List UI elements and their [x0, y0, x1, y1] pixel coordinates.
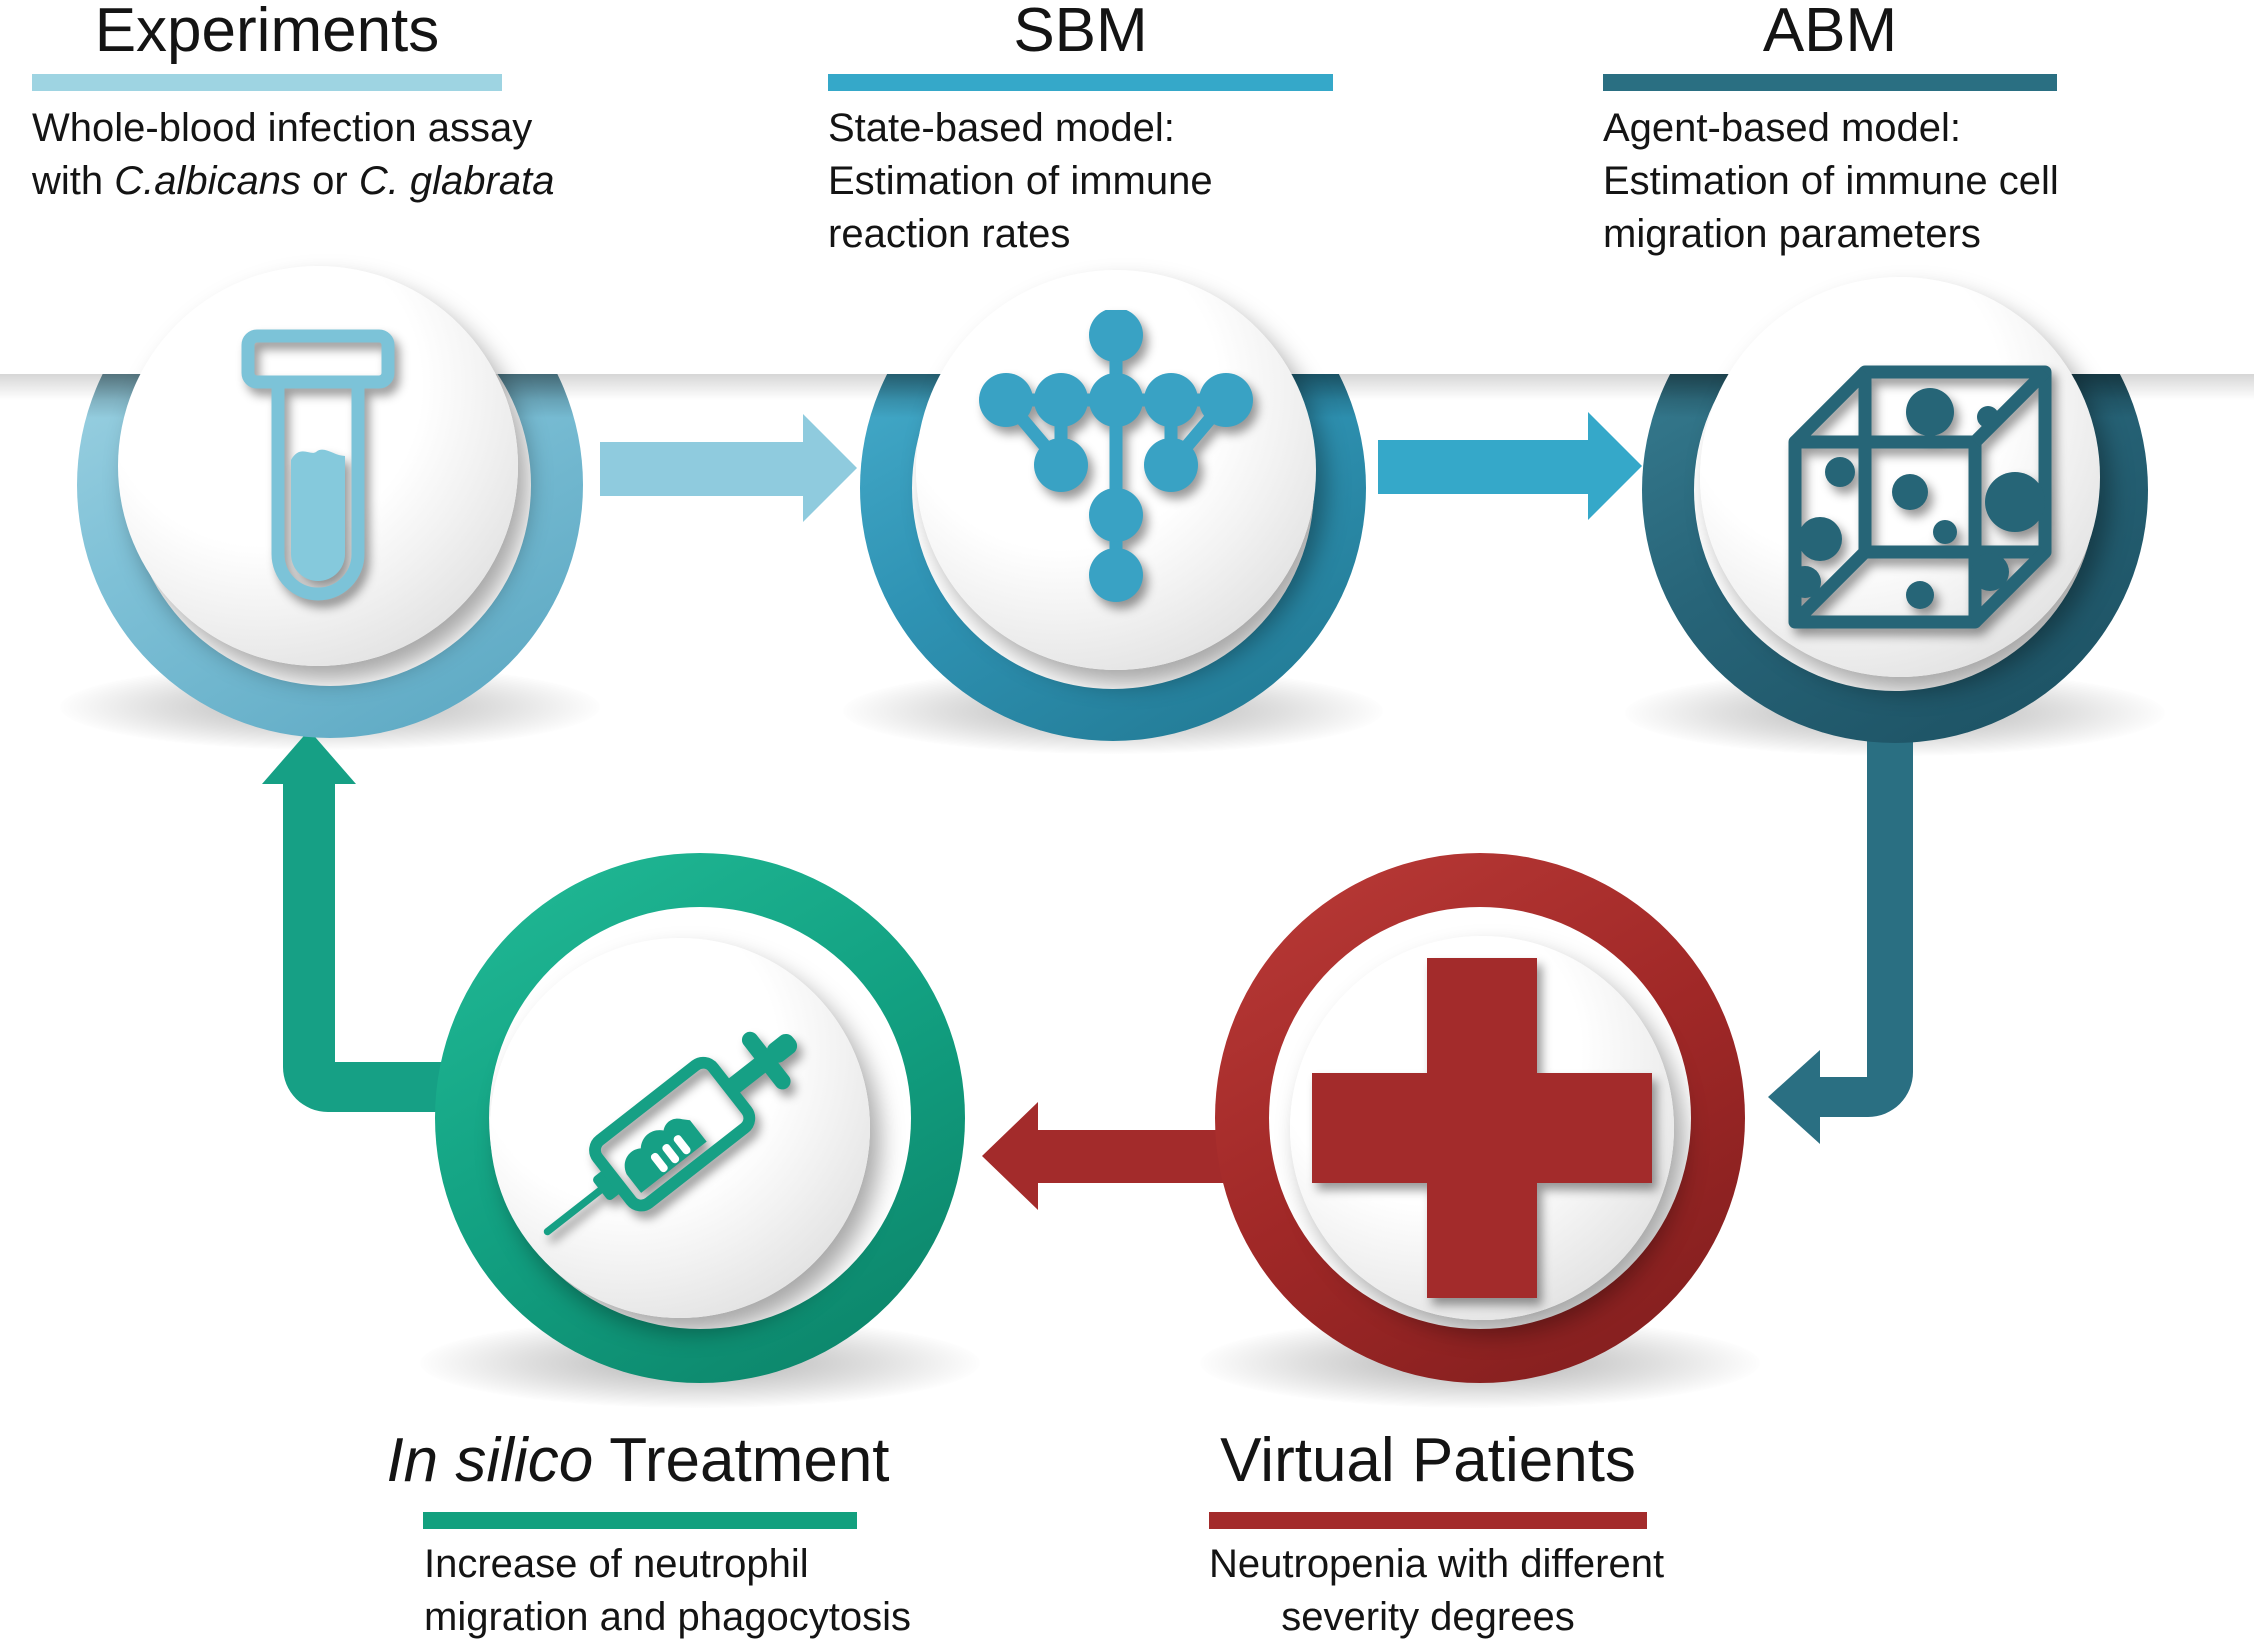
subtitle-virtual-patients: Neutropenia with different severity degr… [1209, 1542, 1665, 1639]
title-abm: ABM [1762, 0, 1898, 65]
node-abm [1700, 277, 2100, 677]
arrow-sbm-to-abm-head [1588, 412, 1642, 520]
arrow-experiments-to-sbm-head [803, 414, 857, 522]
node-experiments [118, 266, 518, 666]
subtitle-experiments-line2: with C.albicans or C. glabrata [32, 159, 555, 203]
underline-abm [1603, 74, 2057, 91]
arrow-experiments-to-sbm-shaft [600, 442, 805, 496]
title-virtual-patients: Virtual Patients [1220, 1426, 1636, 1495]
underline-sbm [828, 74, 1333, 91]
species-c-glabrata: C. glabrata [358, 159, 555, 203]
title-sbm: SBM [1013, 0, 1148, 65]
node-sbm [916, 270, 1316, 670]
subtitle-abm: Agent-based model: Estimation of immune … [1603, 106, 2059, 256]
node-virtual-patients [1290, 936, 1674, 1320]
underline-treatment [423, 1512, 857, 1529]
subtitle-treatment: Increase of neutrophil migration and pha… [424, 1542, 911, 1639]
arrow-abm-to-virtual-patients [1768, 705, 1913, 1144]
title-experiments: Experiments [94, 0, 440, 65]
subtitle-sbm: State-based model: Estimation of immune … [828, 106, 1213, 256]
medical-cross-icon [1312, 958, 1652, 1298]
arrow-sbm-to-abm-shaft [1378, 440, 1590, 494]
arrow-virtual-patients-to-treatment-head [982, 1102, 1038, 1210]
species-c-albicans: C.albicans [114, 159, 302, 203]
cube-icon [1788, 365, 2052, 629]
subtitle-experiments-line1: Whole-blood infection assay [32, 106, 533, 150]
test-tube-icon [241, 329, 395, 601]
underline-experiments [32, 74, 502, 91]
subtitle-experiments: Whole-blood infection assay with C.albic… [32, 102, 554, 208]
network-icon [979, 310, 1253, 602]
title-treatment: In silico Treatment [386, 1426, 890, 1495]
syringe-icon [543, 1031, 798, 1236]
underline-virtual-patients [1209, 1512, 1647, 1529]
node-treatment [490, 938, 870, 1318]
